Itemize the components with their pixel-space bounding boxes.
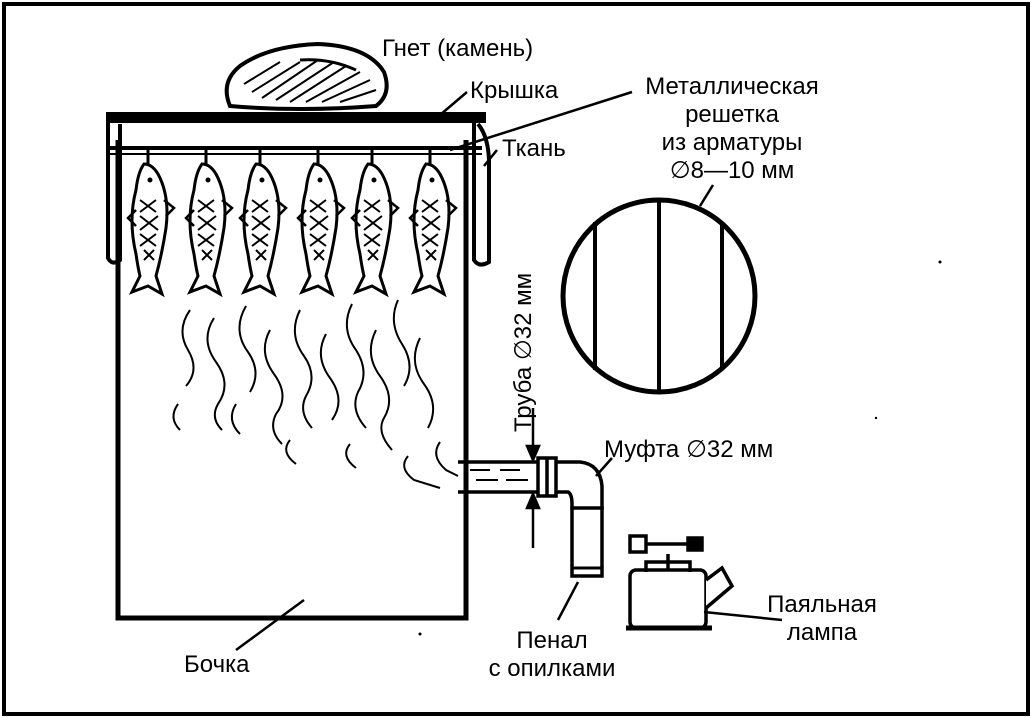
label-grate-2: решетка xyxy=(685,101,780,128)
label-lamp-2: лампа xyxy=(787,619,858,646)
label-lamp-1: Паяльная xyxy=(767,591,877,618)
grate-detail xyxy=(560,197,758,395)
label-coupling: Муфта ∅32 мм xyxy=(604,436,773,463)
smoke xyxy=(172,299,459,489)
blowtorch xyxy=(626,534,735,631)
lid xyxy=(106,112,486,123)
specks xyxy=(418,260,942,636)
label-cloth: Ткань xyxy=(502,135,566,162)
label-grate-1: Металлическая xyxy=(645,73,819,100)
label-canister-1: Пенал xyxy=(516,627,587,654)
label-canister-2: с опилками xyxy=(489,655,616,682)
fish xyxy=(238,150,288,298)
label-grate-4: ∅8—10 мм xyxy=(670,157,795,184)
leader-lines xyxy=(235,90,783,652)
cloth xyxy=(106,122,491,267)
label-barrel: Бочка xyxy=(184,651,250,678)
fish xyxy=(126,150,176,298)
label-pipe: Труба ∅32 мм xyxy=(510,273,537,432)
fish xyxy=(296,150,346,298)
fish xyxy=(350,150,400,298)
fish xyxy=(408,150,458,298)
pipe-assembly xyxy=(458,456,604,578)
barrel xyxy=(115,140,469,621)
pipe-dimension xyxy=(525,408,541,548)
label-grate-3: из арматуры xyxy=(662,129,803,156)
label-weight: Гнет (камень) xyxy=(382,35,533,62)
weight-stone xyxy=(224,41,389,111)
fish-group xyxy=(126,150,458,298)
fish xyxy=(184,150,234,298)
grate-rod xyxy=(110,146,482,155)
label-lid: Крышка xyxy=(470,77,559,104)
